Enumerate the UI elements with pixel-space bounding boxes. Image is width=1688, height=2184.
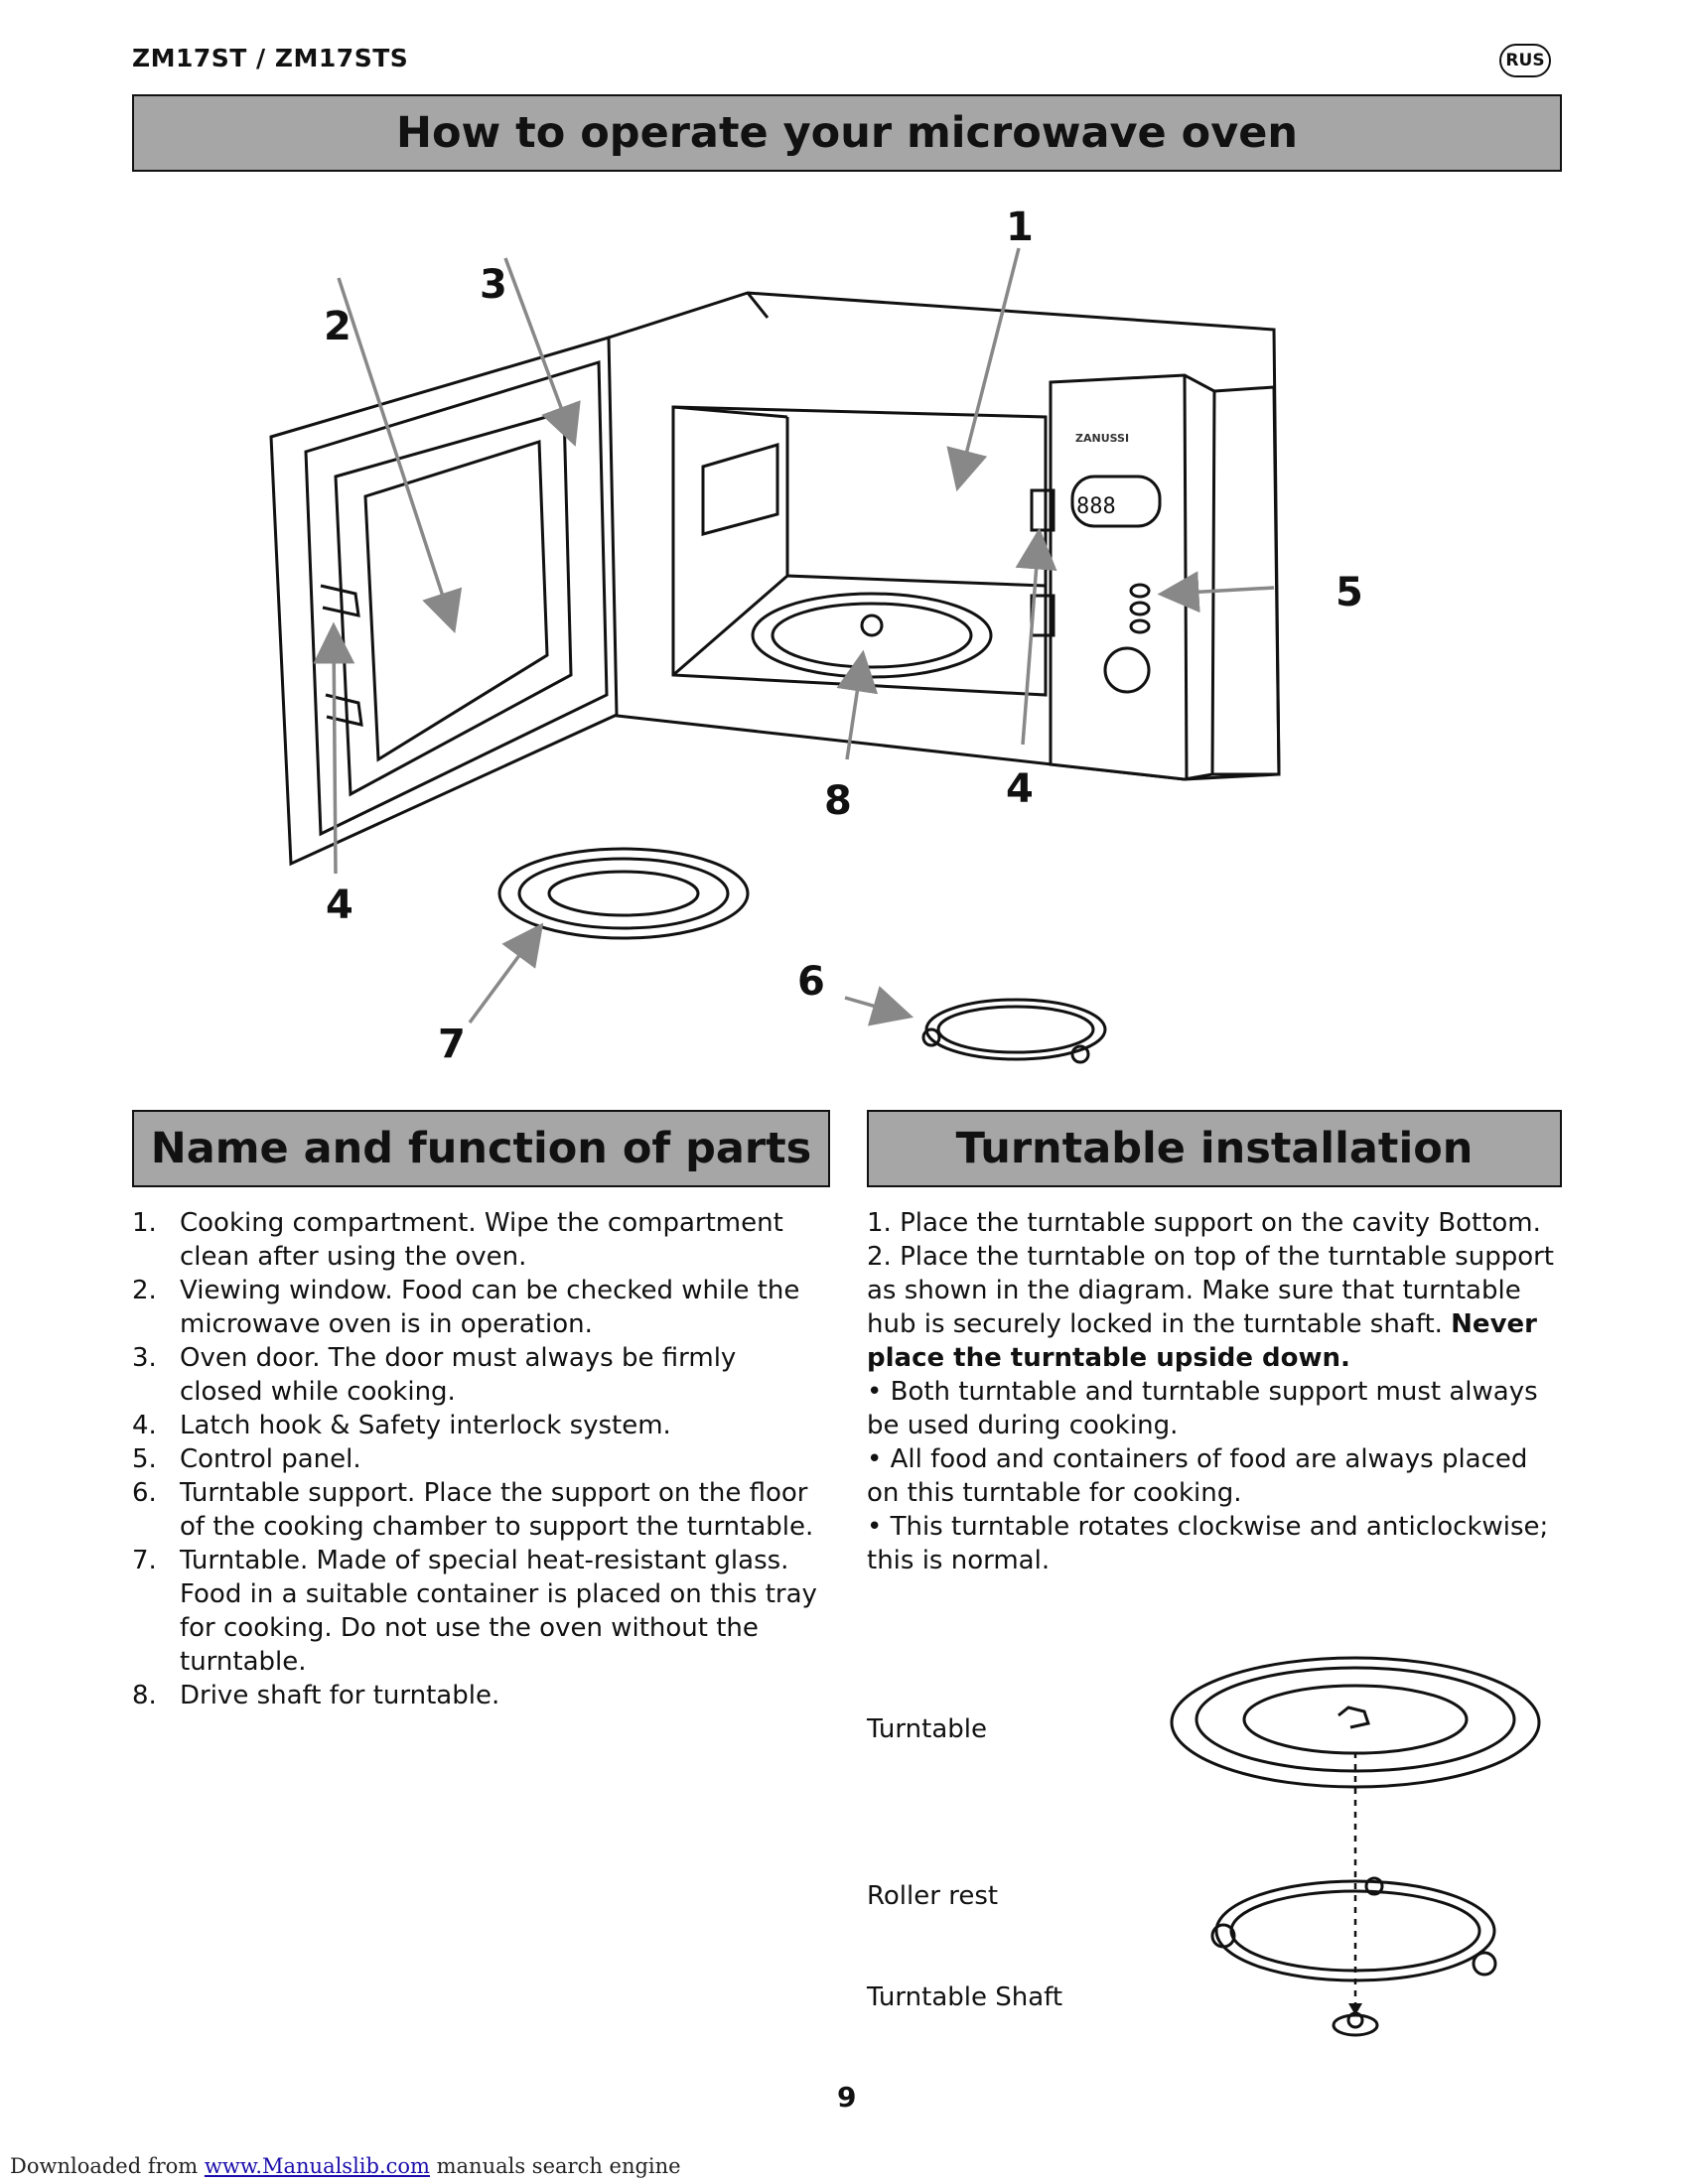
- callout-4-left: 4: [326, 883, 353, 928]
- manualslib-link[interactable]: www.Manualslib.com: [204, 2154, 430, 2178]
- callout-3: 3: [480, 262, 507, 308]
- install-step-1: 1. Place the turntable support on the ca…: [867, 1208, 1541, 1238]
- list-item: 2.Viewing window. Food can be checked wh…: [132, 1276, 800, 1339]
- language-badge: RUS: [1499, 44, 1551, 77]
- callout-2: 2: [324, 304, 352, 349]
- callout-6: 6: [797, 959, 825, 1005]
- install-bullet-2: • All food and containers of food are al…: [867, 1444, 1528, 1508]
- callout-7: 7: [438, 1022, 466, 1067]
- install-step-2: 2. Place the turntable on top of the tur…: [867, 1242, 1554, 1373]
- installation-text: 1. Place the turntable support on the ca…: [867, 1206, 1562, 1577]
- callout-1: 1: [1006, 205, 1034, 250]
- display-readout: 888: [1076, 494, 1116, 519]
- install-warning: Never place the turntable upside down.: [867, 1309, 1537, 1373]
- label-turntable: Turntable: [867, 1714, 987, 1744]
- brand-logo: ZANUSSI: [1075, 432, 1129, 445]
- list-item: 1.Cooking compartment. Wipe the compartm…: [132, 1208, 783, 1272]
- list-item: 4.Latch hook & Safety interlock system.: [132, 1411, 671, 1440]
- microwave-diagram: 888 ZANUSSI 1 2 3 4 4 5 6 7 8: [269, 205, 1363, 1067]
- page-title: How to operate your microwave oven: [132, 94, 1562, 172]
- install-bullet-1: • Both turntable and turntable support m…: [867, 1377, 1538, 1440]
- footer: Downloaded from www.Manualslib.com manua…: [10, 2154, 681, 2178]
- callout-8: 8: [824, 778, 852, 824]
- list-item: 7.Turntable. Made of special heat-resist…: [132, 1546, 817, 1677]
- installation-heading: Turntable installation: [867, 1110, 1562, 1187]
- model-number: ZM17ST / ZM17STS: [132, 44, 409, 72]
- turntable-assembly-diagram: [1170, 1656, 1541, 2037]
- list-item: 8.Drive shaft for turntable.: [132, 1681, 500, 1710]
- callout-5: 5: [1336, 570, 1363, 615]
- label-roller-rest: Roller rest: [867, 1881, 999, 1911]
- list-item: 5.Control panel.: [132, 1444, 361, 1474]
- list-item: 6.Turntable support. Place the support o…: [132, 1478, 814, 1542]
- install-bullet-3: • This turntable rotates clockwise and a…: [867, 1512, 1549, 1575]
- callout-4-right: 4: [1006, 766, 1034, 812]
- label-turntable-shaft: Turntable Shaft: [867, 1982, 1063, 2012]
- page-number: 9: [837, 2081, 857, 2114]
- parts-heading: Name and function of parts: [132, 1110, 830, 1187]
- parts-list: 1.Cooking compartment. Wipe the compartm…: [132, 1206, 827, 1712]
- list-item: 3.Oven door. The door must always be fir…: [132, 1343, 737, 1407]
